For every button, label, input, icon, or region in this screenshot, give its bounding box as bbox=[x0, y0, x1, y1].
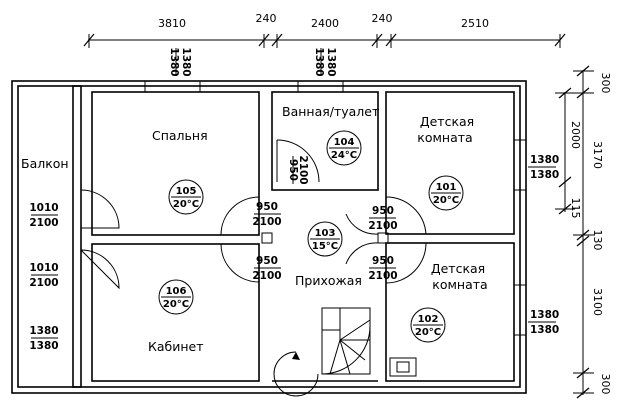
opening-h: 2100 bbox=[252, 270, 281, 282]
opening-balcony-door-1: 1010 2100 bbox=[29, 202, 58, 229]
opening-h: 2100 bbox=[297, 155, 309, 184]
opening-w: 1380 bbox=[313, 47, 325, 76]
dim-label: 240 bbox=[256, 12, 277, 25]
windows bbox=[144, 80, 527, 336]
room-name-kids-bottom: Детская комната bbox=[431, 261, 489, 292]
doors bbox=[80, 139, 427, 290]
opening-h: 2100 bbox=[368, 270, 397, 282]
room-tag-number: 104 bbox=[334, 137, 355, 148]
opening-h: 1380 bbox=[530, 169, 559, 181]
outer-walls bbox=[11, 80, 527, 394]
room-tag-number: 101 bbox=[436, 182, 457, 193]
room-tag-number: 102 bbox=[418, 314, 439, 325]
dim-label: 300 bbox=[599, 73, 612, 94]
opening-w: 1380 bbox=[530, 309, 559, 321]
dim-label: 2400 bbox=[311, 17, 339, 30]
room-tag-temp: 20°C bbox=[415, 327, 441, 338]
opening-door-kids-bottom: 950 2100 bbox=[368, 255, 397, 282]
room-name-kids-bottom-line2: комната bbox=[432, 277, 487, 292]
opening-h: 2100 bbox=[252, 216, 281, 228]
opening-window-bath: 1380 1380 bbox=[313, 47, 337, 76]
opening-balcony-window: 1380 1380 bbox=[29, 325, 58, 352]
room-name-balcony: Балкон bbox=[21, 156, 69, 171]
dim-label: 130 bbox=[591, 230, 604, 251]
dim-label: 2510 bbox=[461, 17, 489, 30]
dim-label: 3810 bbox=[158, 17, 186, 30]
room-tag-temp: 20°C bbox=[163, 299, 189, 310]
opening-h: 1380 bbox=[530, 324, 559, 336]
opening-h: 2100 bbox=[29, 217, 58, 229]
right-dimension-chain: 300 2000 3170 115 130 3100 300 bbox=[555, 65, 612, 399]
opening-w: 1010 bbox=[29, 262, 58, 274]
room-name-hall: Прихожая bbox=[295, 273, 362, 288]
opening-bath-door: 950 2100 bbox=[287, 155, 309, 184]
dim-label: 2000 bbox=[569, 121, 582, 149]
room-tag-kids-bottom: 102 20°C bbox=[410, 307, 446, 343]
opening-balcony-door-2: 1010 2100 bbox=[29, 262, 58, 289]
opening-door-kids-top: 950 2100 bbox=[368, 205, 397, 232]
opening-window-bedroom: 1380 1380 bbox=[168, 47, 192, 76]
room-name-study: Кабинет bbox=[148, 339, 204, 354]
room-tag-number: 105 bbox=[176, 186, 197, 197]
opening-h: 2100 bbox=[29, 277, 58, 289]
room-name-kids-top-line2: комната bbox=[417, 130, 472, 145]
room-tag-temp: 24°C bbox=[331, 150, 357, 161]
opening-window-kids-top: 1380 1380 bbox=[528, 154, 559, 181]
top-dimension-chain: 3810 240 2400 240 2510 bbox=[83, 12, 566, 48]
opening-w: 950 bbox=[372, 205, 394, 217]
room-name-bathroom: Ванная/туалет bbox=[282, 104, 379, 119]
opening-w: 1380 bbox=[168, 47, 180, 76]
opening-h: 1380 bbox=[325, 47, 337, 76]
room-tag-bedroom: 105 20°C bbox=[168, 179, 204, 215]
room-name-kids-top-line1: Детская bbox=[420, 114, 474, 129]
room-tag-temp: 15°C bbox=[312, 241, 338, 252]
room-tag-number: 106 bbox=[166, 286, 187, 297]
room-tag-number: 103 bbox=[315, 228, 336, 239]
dim-label: 3100 bbox=[591, 288, 604, 316]
room-name-kids-bottom-line1: Детская bbox=[431, 261, 485, 276]
room-tag-kids-top: 101 20°C bbox=[428, 175, 464, 211]
room-tag-bathroom: 104 24°C bbox=[326, 130, 362, 166]
opening-w: 950 bbox=[372, 255, 394, 267]
opening-door-study: 950 2100 bbox=[252, 255, 281, 282]
room-name-kids-top: Детская комната bbox=[417, 114, 478, 145]
dim-label: 300 bbox=[599, 374, 612, 395]
opening-w: 1380 bbox=[530, 154, 559, 166]
opening-h: 1380 bbox=[29, 340, 58, 352]
dim-label: 240 bbox=[372, 12, 393, 25]
room-name-bedroom: Спальня bbox=[152, 128, 208, 143]
staircase bbox=[273, 307, 417, 397]
opening-w: 1380 bbox=[29, 325, 58, 337]
dim-label: 3170 bbox=[591, 141, 604, 169]
opening-h: 1380 bbox=[180, 47, 192, 76]
opening-w: 950 bbox=[256, 255, 278, 267]
room-tag-hall: 103 15°C bbox=[307, 221, 343, 257]
opening-door-bedroom: 950 2100 bbox=[252, 201, 281, 228]
room-tag-temp: 20°C bbox=[173, 199, 199, 210]
room-tag-temp: 20°C bbox=[433, 195, 459, 206]
opening-w: 1010 bbox=[29, 202, 58, 214]
opening-h: 2100 bbox=[368, 220, 397, 232]
opening-w: 950 bbox=[256, 201, 278, 213]
dim-label: 115 bbox=[569, 198, 582, 219]
room-tag-study: 106 20°C bbox=[158, 279, 194, 315]
opening-window-kids-bottom: 1380 1380 bbox=[528, 309, 559, 336]
